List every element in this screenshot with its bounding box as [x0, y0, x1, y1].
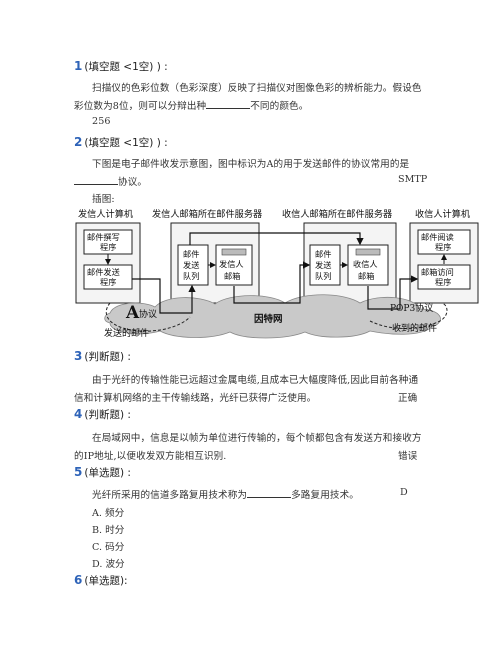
receiver-queue-label-2: 发送 — [315, 260, 331, 270]
sender-computer-title: 发信人计算机 — [78, 208, 133, 220]
flow-mailbox-to-receiver — [367, 275, 419, 310]
sender-mailbox-label: 发信人 — [219, 259, 244, 269]
question-number: 6 — [74, 573, 83, 587]
sender-mailbox-label-2: 邮箱 — [224, 271, 240, 281]
internet-cloud — [104, 294, 441, 339]
flow-server-to-server — [233, 261, 311, 304]
sender-server-title: 发信人邮箱所在邮件服务器 — [152, 208, 262, 220]
option-d: D. 波分 — [92, 559, 125, 570]
compose-program-box — [83, 229, 133, 255]
access-program-label: 邮箱访问 — [421, 267, 454, 277]
outgoing-queue-label-2: 发送 — [183, 260, 199, 270]
question-6-heading: 6(单选题): — [74, 573, 128, 588]
q3-answer: 正确 — [398, 393, 418, 404]
receiver-queue-label-3: 队列 — [315, 271, 331, 281]
question-type: (填空题 <1空) ) : — [84, 137, 168, 149]
question-number: 3 — [74, 349, 83, 363]
q2-illustration-label: 插图: — [92, 194, 115, 205]
question-number: 4 — [74, 407, 83, 421]
fill-blank — [247, 488, 292, 498]
q1-text-line-2: 彩位数为8位，则可以分辩出种不同的颜色。 — [74, 99, 309, 112]
fill-blank — [206, 99, 251, 109]
fill-blank — [74, 175, 118, 185]
receiver-mailbox-label-2: 邮箱 — [358, 271, 374, 281]
read-program-label: 邮件阅读 — [421, 232, 454, 242]
question-1-heading: 1(填空题 <1空) ) : — [74, 59, 168, 74]
q5-answer: D — [400, 487, 408, 498]
mailbox-slot-icon — [355, 248, 381, 256]
outgoing-queue-label: 邮件 — [183, 249, 199, 259]
q1-text-line-1: 扫描仪的色彩位数（色彩深度）反映了扫描仪对图像色彩的辨析能力。假设色 — [92, 83, 422, 94]
send-program-label: 邮件发送 — [87, 267, 120, 277]
read-program-box — [417, 229, 471, 255]
protocol-a-label: 协议 — [139, 308, 157, 320]
question-3-heading: 3(判断题) : — [74, 349, 131, 364]
send-program-label-2: 程序 — [100, 277, 116, 287]
sent-mail-label: 发送的邮件 — [104, 327, 149, 339]
question-number: 1 — [74, 59, 83, 73]
q2-text-line-2: 协议。 — [74, 174, 147, 188]
mailbox-slot-icon — [221, 248, 247, 256]
flow-top-link — [189, 232, 364, 246]
pop3-protocol-label: POP3协议 — [390, 302, 433, 314]
receiver-server-title: 收信人邮箱所在邮件服务器 — [282, 208, 392, 220]
flow-send-to-server — [132, 278, 196, 314]
q3-text-line-1: 由于光纤的传输性能已远超过金属电缆,且成本已大幅度降低,因此目前各种通 — [92, 375, 419, 386]
question-type: (单选题) : — [84, 467, 131, 479]
q1-answer: 256 — [92, 116, 111, 127]
compose-program-label: 邮件撰写 — [87, 232, 120, 242]
q4-text-line-2: 的IP地址,以便收发双方能相互识别. — [74, 451, 227, 462]
dashed-send-curve — [105, 302, 191, 332]
received-mail-label: 收到的邮件 — [392, 322, 437, 334]
question-type: (单选题): — [84, 575, 128, 587]
q3-text-line-2: 信和计算机网络的主干传输线路，光纤已获得广泛使用。 — [74, 393, 317, 404]
q2-text-line-1: 下图是电子邮件收发示意图，图中标识为A的用于发送邮件的协议常用的是 — [92, 159, 410, 170]
question-number: 2 — [74, 135, 83, 149]
protocol-a-letter: A — [125, 303, 140, 323]
question-4-heading: 4(判断题) : — [74, 407, 131, 422]
q5-text-line-1: 光纤所采用的信道多路复用技术称为多路复用技术。 — [92, 488, 359, 501]
internet-label: 因特网 — [254, 313, 283, 325]
question-type: (判断题) : — [84, 409, 131, 421]
option-c: C. 码分 — [92, 542, 125, 553]
question-5-heading: 5(单选题) : — [74, 465, 131, 480]
receiver-mailbox-label: 收信人 — [353, 259, 378, 269]
send-program-box — [83, 264, 133, 290]
receiver-queue-label: 邮件 — [315, 249, 331, 259]
compose-program-label-2: 程序 — [100, 242, 116, 252]
read-program-label-2: 程序 — [435, 242, 451, 252]
question-number: 5 — [74, 465, 83, 479]
q4-answer: 错误 — [398, 451, 418, 462]
receiver-computer-title: 收信人计算机 — [415, 208, 470, 220]
question-type: (判断题) : — [84, 351, 131, 363]
q4-text-line-1: 在局域网中，信息是以帧为单位进行传输的，每个帧都包含有发送方和接收方 — [92, 433, 422, 444]
mailbox-access-program-box — [417, 264, 471, 290]
option-a: A. 频分 — [92, 508, 125, 519]
question-type: (填空题 <1空) ) : — [84, 61, 168, 73]
outgoing-queue-label-3: 队列 — [183, 271, 199, 281]
access-program-label-2: 程序 — [435, 277, 451, 287]
q2-answer: SMTP — [398, 174, 428, 185]
dashed-receive-curve — [369, 302, 448, 329]
email-flow-diagram: 发信人计算机 发信人邮箱所在邮件服务器 收信人邮箱所在邮件服务器 收信人计算机 … — [75, 208, 479, 339]
option-b: B. 时分 — [92, 525, 125, 536]
question-2-heading: 2(填空题 <1空) ) : — [74, 135, 168, 150]
